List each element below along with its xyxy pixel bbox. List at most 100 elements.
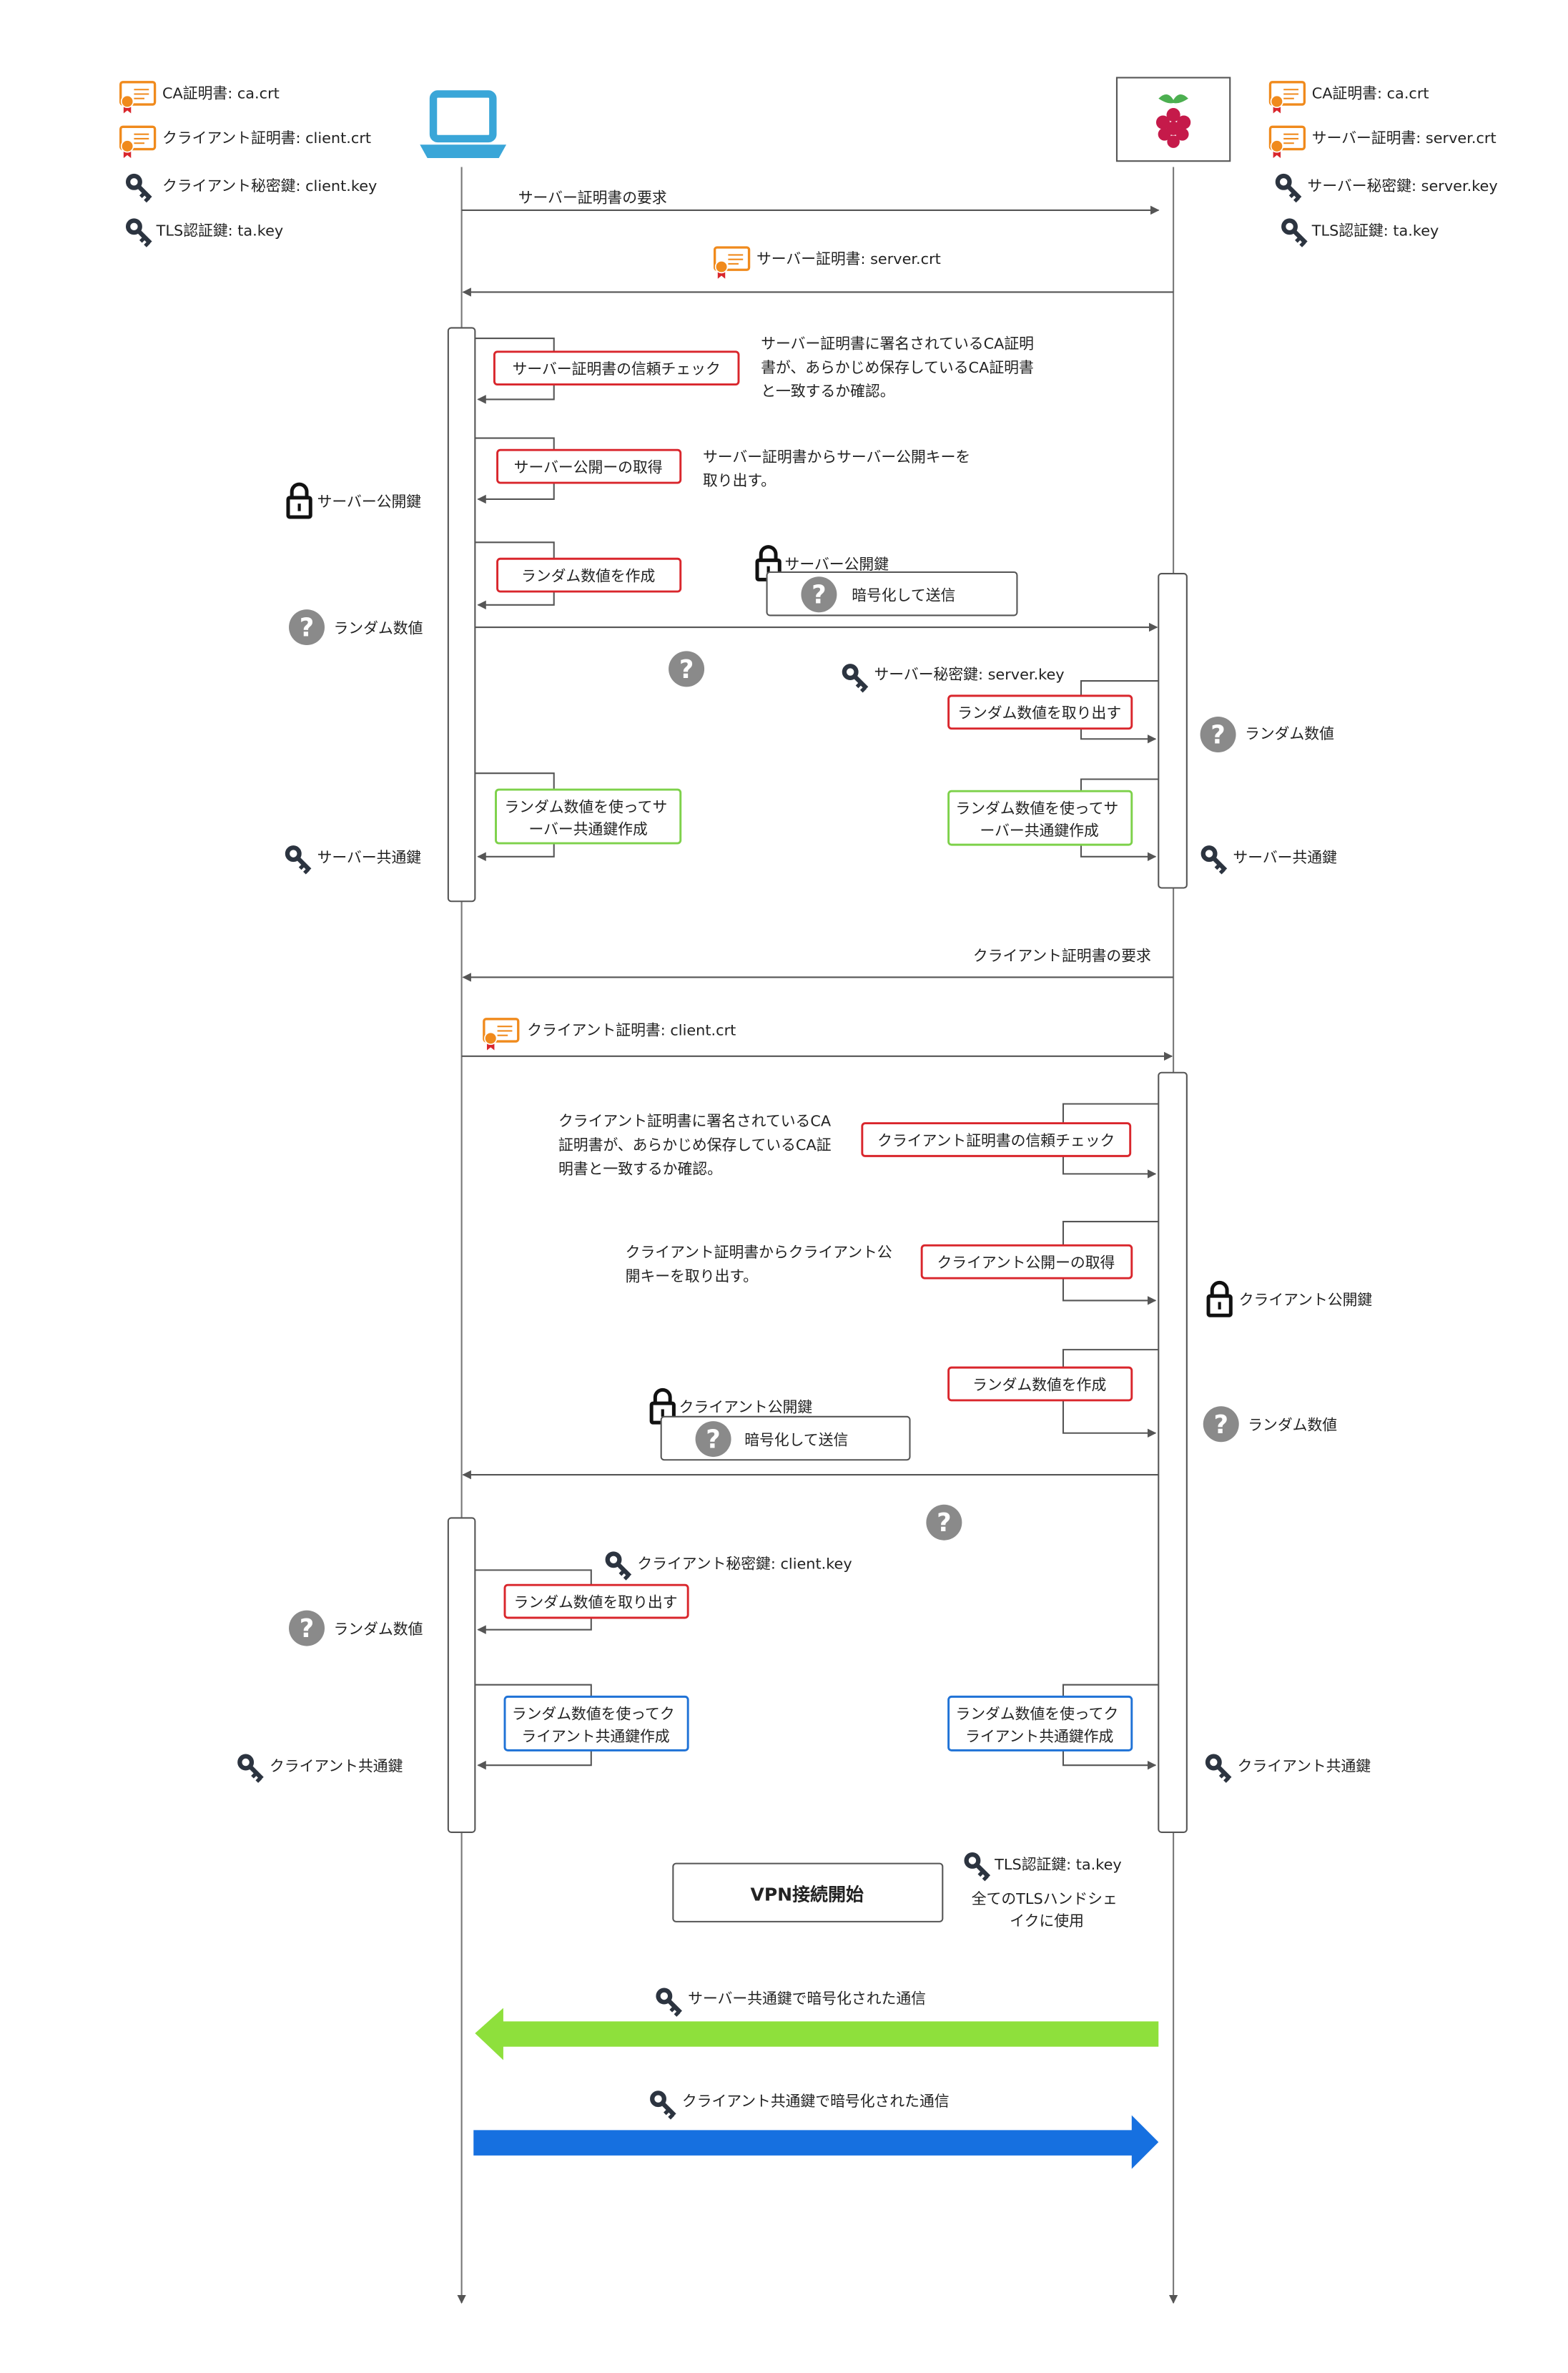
key-icon [240, 1757, 262, 1782]
client-resource-list: CA証明書: ca.crt クライアント証明書: client.crt クライア… [119, 81, 377, 246]
vpn-start-label: VPN接続開始 [751, 1885, 864, 1905]
key-label: サーバー秘密鍵: server.key [874, 666, 1064, 683]
state-label: クライアント共通鍵 [1238, 1758, 1371, 1775]
client-resource-item: TLS認証鍵: ta.key [156, 222, 284, 239]
process-box [503, 1583, 689, 1619]
encrypted-payload-label: 暗号化して送信 [852, 587, 955, 604]
process-label: ランダム数値を使ってサ ーバー共通鍵作成 [504, 798, 672, 837]
note-text: クライアント証明書からクライアント公 開キーを取り出す。 [626, 1244, 897, 1284]
process-box [493, 350, 740, 386]
state-label: ランダム数値 [334, 1621, 423, 1638]
key-icon [1203, 848, 1226, 873]
key-icon [844, 666, 867, 691]
process-box [503, 1695, 689, 1752]
key-label: クライアント秘密鍵: client.key [637, 1555, 852, 1572]
note-text: サーバー証明書からサーバー公開キーを 取り出す。 [703, 448, 975, 489]
padlock-icon [1208, 1282, 1231, 1315]
state-label: ランダム数値 [334, 619, 423, 637]
message-label: サーバー証明書の要求 [518, 190, 667, 207]
server-to-client-traffic-arrow [475, 2008, 1159, 2060]
state-label: サーバー公開鍵 [317, 493, 422, 510]
state-label: クライアント公開鍵 [1239, 1292, 1373, 1309]
raspberry-pi-icon [1115, 77, 1231, 162]
traffic-label: サーバー共通鍵で暗号化された通信 [688, 1990, 926, 2007]
process-label: ランダム数値を使ってク ライアント共通鍵作成 [955, 1706, 1123, 1745]
process-label: ランダム数値を使ってサ ーバー共通鍵作成 [955, 800, 1123, 839]
key-icon [1278, 176, 1300, 201]
state-label: ランダム数値 [1248, 1417, 1337, 1434]
tls-key-label: TLS認証鍵: ta.key [994, 1856, 1122, 1873]
client-activation-bar [447, 1517, 476, 1833]
process-label: ランダム数値を作成 [972, 1376, 1106, 1393]
server-resource-item: TLS認証鍵: ta.key [1311, 222, 1439, 239]
key-icon [1208, 1757, 1230, 1782]
traffic-label: クライアント共通鍵で暗号化された通信 [682, 2093, 950, 2110]
process-box [920, 1244, 1133, 1279]
process-box [496, 557, 682, 593]
tls-note: 全てのTLSハンドシェ イクに使用 [972, 1890, 1123, 1930]
note-text: クライアント証明書に署名されているCA 証明書が、あらかじめ保存しているCA証 … [558, 1113, 836, 1178]
process-label: クライアント公開ーの取得 [937, 1254, 1115, 1272]
process-box [495, 788, 682, 845]
question-icon [695, 1421, 731, 1458]
encrypted-key-label: クライアント公開鍵 [679, 1399, 813, 1416]
process-box [947, 790, 1133, 846]
question-icon [1200, 717, 1236, 752]
process-label: ランダム数値を取り出す [957, 704, 1121, 722]
certificate-icon [1268, 125, 1306, 159]
question-icon [1203, 1406, 1239, 1443]
question-icon [289, 609, 325, 646]
note-text: サーバー証明書に署名されているCA証明 書が、あらかじめ保存しているCA証明書 … [761, 335, 1038, 401]
certificate-icon [119, 81, 157, 115]
process-label: ランダム数値を使ってク ライアント共通鍵作成 [512, 1706, 680, 1745]
process-label: サーバー公開ーの取得 [514, 458, 663, 476]
process-box [947, 1366, 1133, 1402]
key-icon [967, 1854, 989, 1880]
encrypted-key-label: サーバー公開鍵 [785, 556, 889, 573]
key-icon [128, 176, 150, 201]
process-label: クライアント証明書の信頼チェック [877, 1132, 1115, 1149]
certificate-icon [713, 246, 751, 280]
certificate-icon [119, 125, 157, 159]
key-icon [652, 2093, 674, 2118]
question-icon [926, 1504, 962, 1541]
question-icon [669, 651, 705, 687]
server-resource-item: CA証明書: ca.crt [1312, 85, 1429, 102]
process-box [861, 1122, 1132, 1157]
key-icon [287, 848, 310, 873]
client-activation-bar [447, 327, 476, 903]
message-label: クライアント証明書の要求 [973, 948, 1151, 965]
server-activation-bar [1158, 573, 1188, 889]
state-label: サーバー共通鍵 [1233, 849, 1337, 866]
padlock-icon [288, 484, 310, 517]
message-label: クライアント証明書: client.crt [527, 1022, 736, 1039]
server-resource-item: サーバー秘密鍵: server.key [1308, 177, 1498, 195]
vpn-start-box [672, 1862, 944, 1922]
certificate-icon [483, 1018, 520, 1052]
laptop-icon [420, 90, 507, 159]
key-icon [128, 221, 150, 246]
question-icon [801, 576, 837, 613]
process-box [947, 694, 1133, 730]
client-resource-item: クライアント秘密鍵: client.key [162, 177, 377, 195]
process-box [496, 448, 682, 484]
state-label: サーバー共通鍵 [317, 849, 422, 866]
client-resource-item: クライアント証明書: client.crt [162, 129, 371, 147]
server-resource-item: サーバー証明書: server.crt [1312, 129, 1496, 147]
message-label: サーバー証明書: server.crt [756, 250, 941, 267]
client-to-server-traffic-arrow [473, 2115, 1159, 2169]
encrypted-payload-label: 暗号化して送信 [744, 1431, 848, 1448]
server-resource-list: CA証明書: ca.crt サーバー証明書: server.crt サーバー秘密… [1268, 81, 1498, 246]
process-label: ランダム数値を作成 [521, 567, 655, 584]
key-icon [659, 1990, 681, 2015]
process-label: サーバー証明書の信頼チェック [513, 360, 721, 378]
key-icon [608, 1553, 630, 1578]
question-icon [289, 1610, 325, 1646]
state-label: ランダム数値 [1245, 725, 1334, 742]
key-icon [1283, 221, 1306, 246]
process-label: ランダム数値を取り出す [514, 1593, 678, 1611]
client-resource-item: CA証明書: ca.crt [162, 85, 280, 102]
process-box [947, 1695, 1133, 1752]
